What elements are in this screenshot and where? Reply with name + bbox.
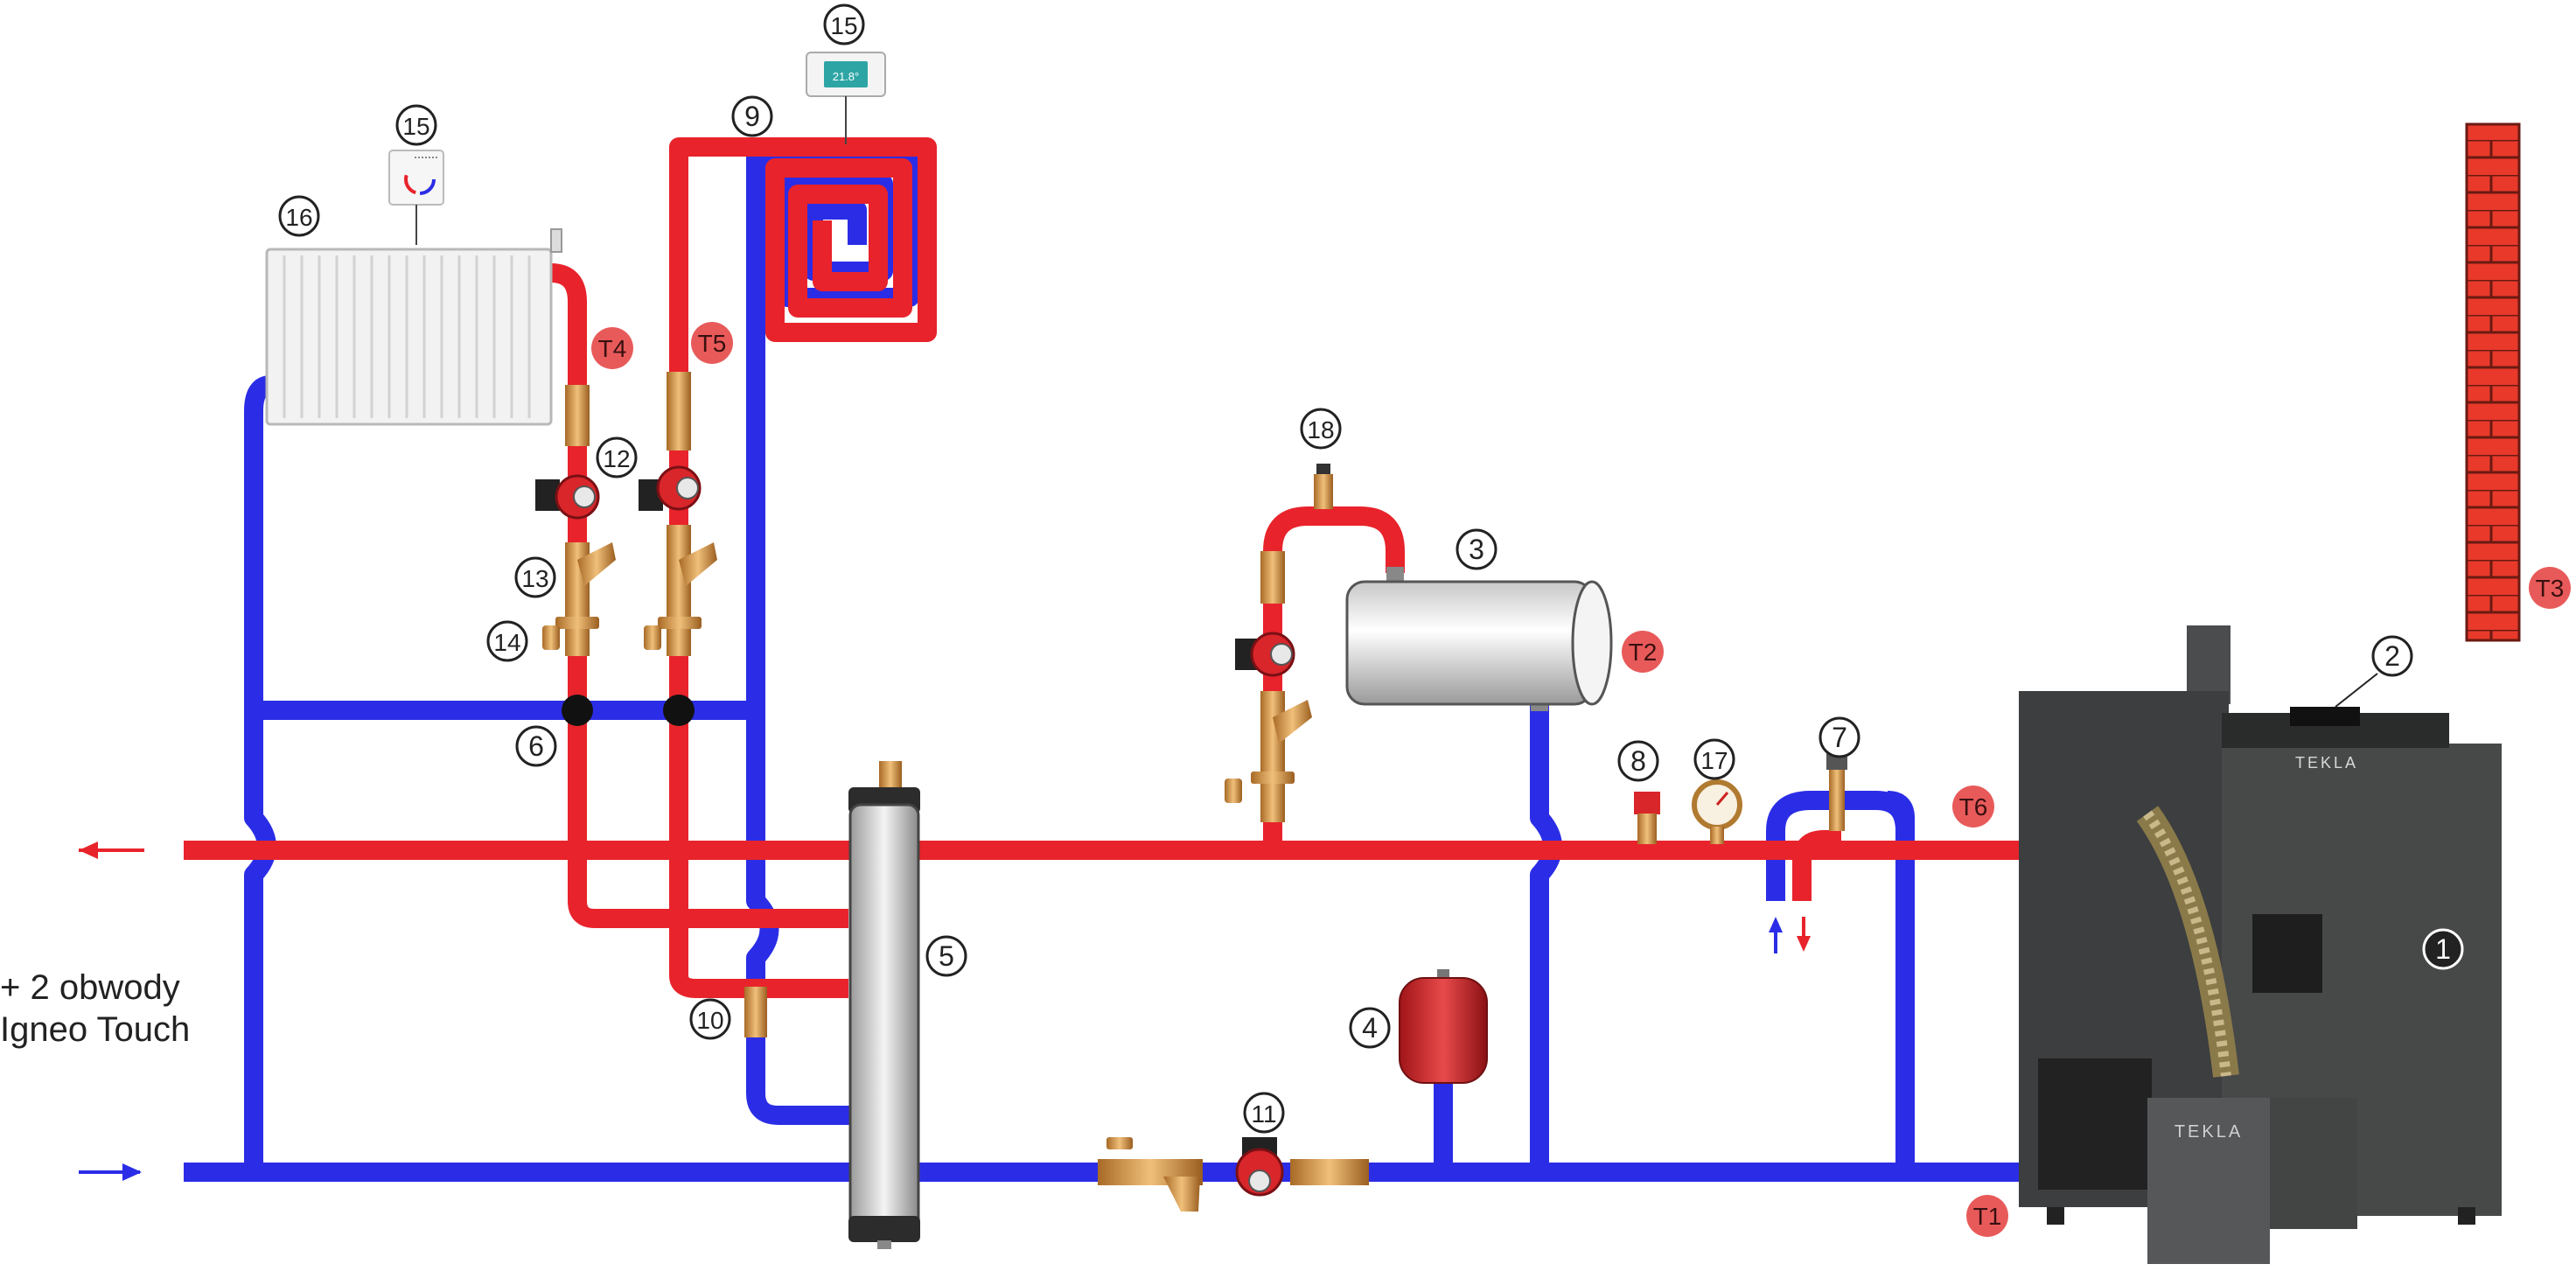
- component-label-c9: 9: [731, 95, 773, 137]
- chimney-brick-wall: [2465, 122, 2521, 642]
- component-label-text: 7: [1832, 722, 1847, 753]
- component-label-text: 3: [1469, 534, 1484, 565]
- leader-line-2: [2335, 673, 2378, 708]
- component-label-c7: 7: [1819, 716, 1860, 758]
- component-label-c15b: 15: [823, 3, 865, 45]
- component-label-text: 8: [1630, 745, 1646, 777]
- sensor-label-text: T5: [698, 330, 727, 357]
- flow-arrows-left: [79, 842, 1811, 1181]
- side-note-line-2: Igneo Touch: [0, 1010, 191, 1049]
- component-label-text: 5: [939, 940, 954, 972]
- component-label-text: 18: [1307, 416, 1334, 443]
- component-label-c13: 13: [514, 556, 556, 598]
- component-label-text: 10: [696, 1007, 723, 1034]
- component-label-c1: 1: [2422, 928, 2464, 970]
- automatic-air-vent: [1314, 464, 1333, 509]
- pump-return-circuit: [1098, 1137, 1369, 1212]
- sensor-label-text: T3: [2536, 575, 2565, 602]
- component-label-text: 14: [493, 629, 520, 656]
- component-label-text: 15: [830, 12, 857, 39]
- component-label-text: 11: [1251, 1100, 1276, 1128]
- sensor-label-t1: T1: [1966, 1195, 2008, 1237]
- feeder-brand: TEKLA: [2175, 1122, 2243, 1142]
- radiator: [265, 228, 562, 426]
- pump-radiator-circuit: [535, 385, 616, 726]
- sensor-label-t2: T2: [1622, 631, 1664, 673]
- room-thermostat-touch: 21.8°: [806, 52, 886, 144]
- balancing-valve: [744, 987, 767, 1037]
- room-thermostat-dial: [388, 150, 444, 245]
- expansion-vessel: [1399, 969, 1488, 1084]
- thermostat-display-text: 21.8°: [833, 70, 860, 83]
- sensor-label-t4: T4: [591, 327, 633, 369]
- component-label-text: 1: [2435, 933, 2451, 965]
- component-label-c3: 3: [1456, 528, 1497, 570]
- component-label-c4: 4: [1349, 1007, 1391, 1049]
- component-label-text: 13: [521, 565, 548, 592]
- safety-valve: [1634, 792, 1660, 844]
- sensor-label-t6: T6: [1952, 786, 1994, 828]
- component-label-c6: 6: [515, 725, 557, 767]
- vent-valve: [1826, 752, 1847, 831]
- component-label-c11: 11: [1243, 1092, 1285, 1134]
- component-label-text: 6: [528, 730, 544, 762]
- sensor-label-t5: T5: [691, 322, 733, 364]
- component-label-c14: 14: [486, 620, 528, 662]
- component-label-text: 16: [285, 204, 312, 231]
- component-label-c5: 5: [925, 935, 967, 977]
- component-label-c2: 2: [2371, 635, 2413, 677]
- sensor-label-text: T1: [1973, 1203, 2002, 1230]
- sensor-label-text: T4: [598, 335, 627, 362]
- component-label-c12: 12: [596, 436, 638, 478]
- component-label-text: 2: [2384, 640, 2400, 672]
- pump-floor-circuit: [639, 372, 717, 726]
- supply-pipes: [184, 137, 2022, 998]
- sensor-label-t3: T3: [2529, 567, 2571, 609]
- component-label-c15a: 15: [395, 104, 437, 146]
- pellet-boiler: TEKLA TEKLA: [2019, 625, 2502, 1264]
- hydraulic-separator: [848, 761, 920, 1249]
- component-label-text: 4: [1362, 1012, 1378, 1044]
- pressure-gauge: [1692, 779, 1742, 844]
- component-label-text: 12: [603, 445, 630, 472]
- component-label-text: 15: [402, 113, 429, 140]
- pump-tank-circuit: [1225, 551, 1312, 822]
- component-label-c10: 10: [689, 998, 731, 1040]
- boiler-brand: TEKLA: [2295, 754, 2358, 772]
- component-label-c8: 8: [1617, 740, 1659, 782]
- component-label-c18: 18: [1300, 408, 1342, 450]
- sensor-label-text: T6: [1959, 793, 1988, 821]
- side-note-line-1: + 2 obwody: [0, 968, 180, 1007]
- component-label-c16: 16: [278, 195, 320, 237]
- sensor-label-text: T2: [1629, 639, 1658, 666]
- component-label-text: 17: [1700, 747, 1728, 774]
- component-label-c17: 17: [1693, 738, 1735, 780]
- component-label-text: 9: [744, 101, 760, 132]
- horizontal-tank: [1345, 567, 1613, 711]
